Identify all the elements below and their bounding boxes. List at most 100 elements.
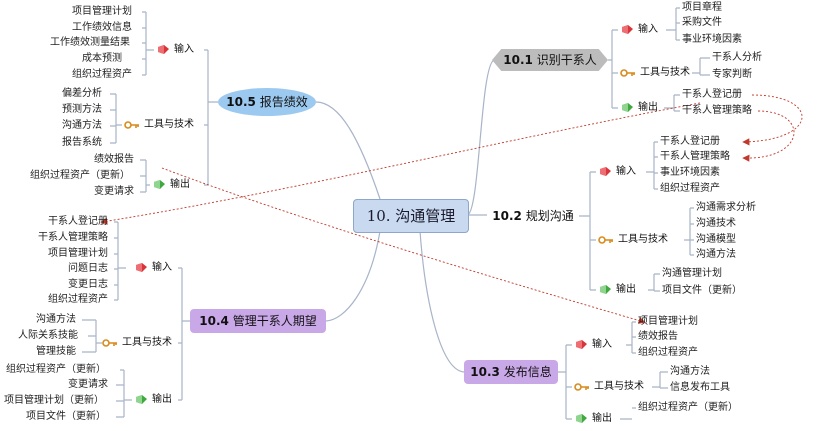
p102-tools-item: 沟通需求分析 bbox=[696, 202, 756, 213]
p102-tools-node[interactable]: 工具与技术 bbox=[598, 234, 668, 246]
p101-tools-item: 专家判断 bbox=[712, 69, 752, 80]
branch-10-3-num: 10.3 bbox=[470, 365, 500, 379]
link-central-105 bbox=[315, 101, 381, 200]
p103-tools-item: 沟通方法 bbox=[670, 366, 710, 377]
p101-input-item: 项目章程 bbox=[682, 2, 722, 13]
p104-tools-item: 沟通方法 bbox=[36, 314, 76, 325]
p103-input-label: 输入 bbox=[592, 339, 612, 350]
p104-input-item: 组织过程资产 bbox=[48, 294, 108, 305]
central-topic[interactable]: 10. 沟通管理 bbox=[353, 199, 469, 233]
branch-10-4-num: 10.4 bbox=[199, 314, 229, 328]
input-gem-icon bbox=[576, 339, 587, 349]
p105-output-node[interactable]: 输出 bbox=[152, 179, 190, 191]
p103-tools-item: 信息发布工具 bbox=[670, 382, 730, 393]
key-icon bbox=[574, 382, 589, 391]
p104-output-item: 项目文件（更新） bbox=[26, 411, 106, 422]
branch-10-3[interactable]: 10.3 发布信息 bbox=[464, 360, 558, 384]
p103-output-node[interactable]: 输出 bbox=[574, 413, 612, 425]
input-gem-icon bbox=[136, 262, 147, 272]
p105-input-item: 项目管理计划 bbox=[72, 6, 132, 17]
p103-tools-label: 工具与技术 bbox=[594, 381, 644, 392]
p105-input-label: 输入 bbox=[174, 44, 194, 55]
branch-10-1[interactable]: 10.1 识别干系人 bbox=[492, 49, 608, 71]
p101-tools-node[interactable]: 工具与技术 bbox=[620, 67, 690, 79]
output-gem-icon bbox=[622, 102, 633, 112]
p104-input-item: 干系人登记册 bbox=[48, 216, 108, 227]
p102-tools-item: 沟通技术 bbox=[696, 218, 736, 229]
p102-tools-item: 沟通方法 bbox=[696, 249, 736, 260]
p105-input-item: 组织过程资产 bbox=[72, 69, 132, 80]
p102-tools-item: 沟通模型 bbox=[696, 234, 736, 245]
output-gem-icon bbox=[600, 284, 611, 294]
p104-input-item: 干系人管理策略 bbox=[38, 232, 108, 243]
link-central-101 bbox=[466, 59, 495, 216]
p104-tools-item: 人际关系技能 bbox=[18, 330, 78, 341]
input-gem-icon bbox=[158, 44, 169, 54]
p105-output-item: 组织过程资产（更新） bbox=[30, 170, 130, 181]
p101-input-label: 输入 bbox=[638, 24, 658, 35]
p104-output-label: 输出 bbox=[152, 394, 172, 405]
p104-output-node[interactable]: 输出 bbox=[134, 394, 172, 406]
link-central-103 bbox=[419, 230, 465, 373]
p103-input-item: 绩效报告 bbox=[638, 331, 678, 342]
branch-10-2[interactable]: 10.2 规划沟通 bbox=[487, 206, 579, 226]
p105-tools-node[interactable]: 工具与技术 bbox=[124, 119, 194, 131]
p101-input-item: 事业环境因素 bbox=[682, 34, 742, 45]
p103-input-item: 组织过程资产 bbox=[638, 347, 698, 358]
p101-output-node[interactable]: 输出 bbox=[620, 102, 658, 114]
p103-input-node[interactable]: 输入 bbox=[574, 339, 612, 351]
p101-input-node[interactable]: 输入 bbox=[620, 24, 658, 36]
input-gem-icon bbox=[622, 24, 633, 34]
branch-10-5[interactable]: 10.5 报告绩效 bbox=[218, 88, 316, 116]
p105-input-item: 成本预测 bbox=[82, 53, 122, 64]
p102-output-item: 沟通管理计划 bbox=[662, 268, 722, 279]
p103-tools-node[interactable]: 工具与技术 bbox=[574, 381, 644, 393]
p104-tools-item: 管理技能 bbox=[36, 346, 76, 357]
p105-input-node[interactable]: 输入 bbox=[156, 44, 194, 56]
p102-input-item: 干系人登记册 bbox=[660, 136, 720, 147]
branch-10-1-label: 识别干系人 bbox=[536, 53, 597, 67]
p104-output-item: 变更请求 bbox=[68, 379, 108, 390]
p105-input-item: 工作绩效信息 bbox=[72, 22, 132, 33]
p101-output-item: 干系人登记册 bbox=[682, 89, 742, 100]
p104-tools-node[interactable]: 工具与技术 bbox=[102, 337, 172, 349]
branch-10-5-label: 报告绩效 bbox=[259, 95, 308, 109]
output-gem-icon bbox=[576, 413, 587, 423]
link-stakeholder-register bbox=[742, 94, 803, 146]
key-icon bbox=[598, 235, 613, 244]
link-central-104 bbox=[325, 230, 381, 322]
p105-tools-label: 工具与技术 bbox=[144, 119, 194, 130]
p102-output-node[interactable]: 输出 bbox=[598, 284, 636, 296]
branch-10-4[interactable]: 10.4 管理干系人期望 bbox=[190, 309, 326, 333]
p103-input-item: 项目管理计划 bbox=[638, 316, 698, 327]
p102-input-node[interactable]: 输入 bbox=[598, 166, 636, 178]
branch-10-2-num: 10.2 bbox=[492, 209, 522, 223]
p101-input-item: 采购文件 bbox=[682, 17, 722, 28]
p104-input-label: 输入 bbox=[152, 262, 172, 273]
p104-tools-label: 工具与技术 bbox=[122, 337, 172, 348]
p102-output-label: 输出 bbox=[616, 284, 636, 295]
p105-output-label: 输出 bbox=[170, 179, 190, 190]
p102-input-item: 干系人管理策略 bbox=[660, 151, 730, 162]
output-gem-icon bbox=[136, 394, 147, 404]
p104-output-item: 组织过程资产（更新） bbox=[6, 364, 106, 375]
p101-output-item: 干系人管理策略 bbox=[682, 105, 752, 116]
link-register-to-104 bbox=[100, 102, 701, 225]
p104-input-item: 变更日志 bbox=[68, 279, 108, 290]
p105-output-item: 绩效报告 bbox=[94, 154, 134, 165]
output-gem-icon bbox=[154, 179, 165, 189]
p105-tools-item: 报告系统 bbox=[62, 137, 102, 148]
p104-input-node[interactable]: 输入 bbox=[134, 262, 172, 274]
branch-10-1-num: 10.1 bbox=[503, 53, 533, 67]
key-icon bbox=[102, 338, 117, 347]
p105-tools-item: 沟通方法 bbox=[62, 120, 102, 131]
p101-tools-item: 干系人分析 bbox=[712, 52, 762, 63]
p103-output-label: 输出 bbox=[592, 413, 612, 424]
p102-input-item: 事业环境因素 bbox=[660, 167, 720, 178]
p104-output-item: 项目管理计划（更新） bbox=[4, 395, 104, 406]
link-report-to-103 bbox=[161, 167, 646, 324]
link-stakeholder-strategy bbox=[742, 110, 795, 162]
p105-input-item: 工作绩效测量结果 bbox=[50, 37, 130, 48]
p105-output-item: 变更请求 bbox=[94, 186, 134, 197]
